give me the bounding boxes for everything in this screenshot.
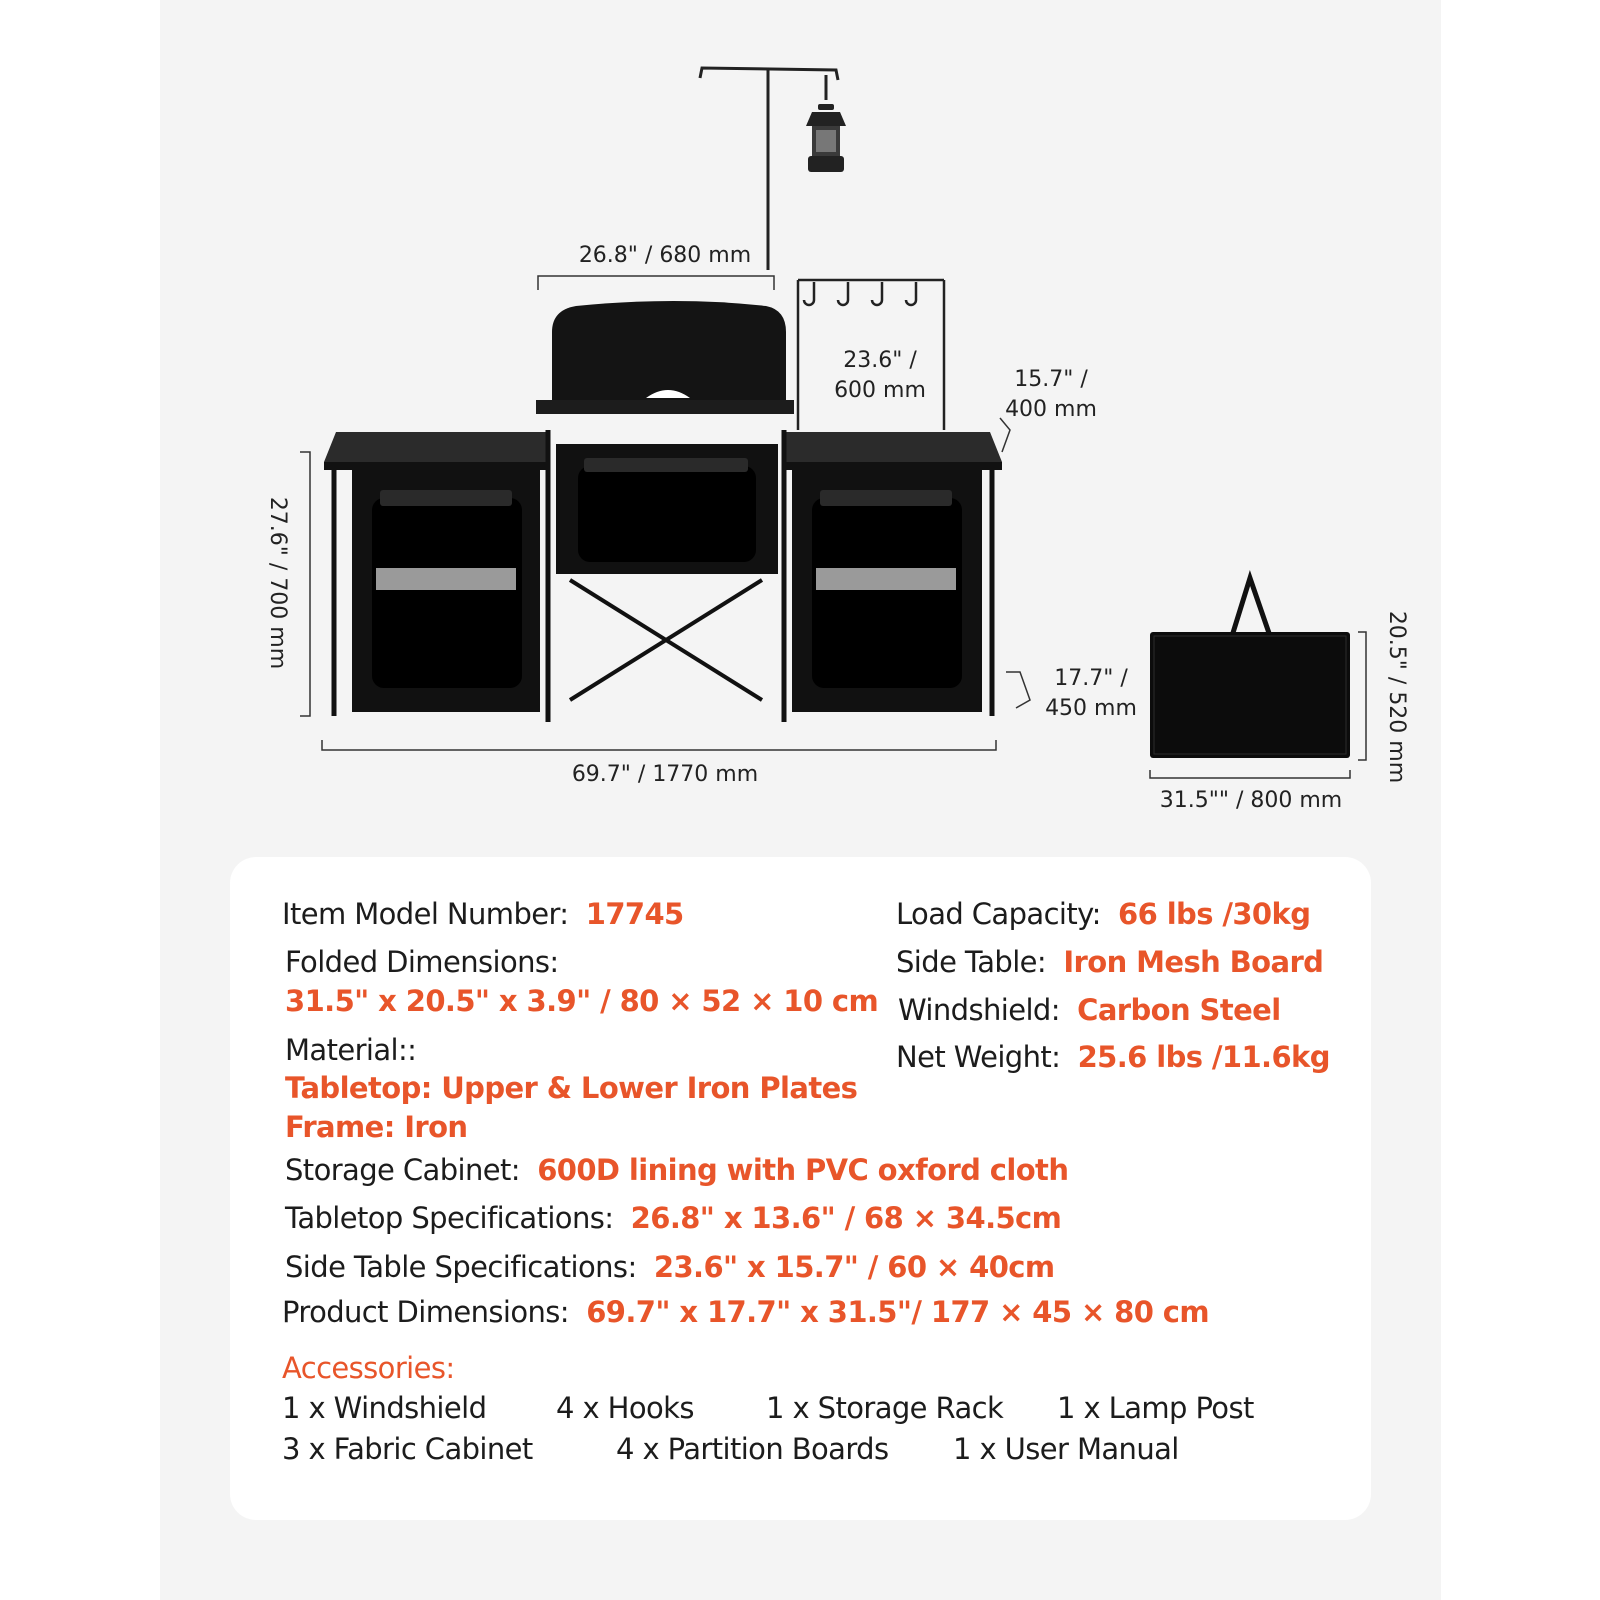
spec-tabletop-value: 26.8" x 13.6" / 68 × 34.5cm (630, 1201, 1062, 1235)
spec-load: Load Capacity: 66 lbs /30kg (896, 897, 1311, 931)
spec-model: Item Model Number: 17745 (282, 897, 684, 931)
product-diagram (300, 66, 1367, 779)
spec-weight: Net Weight: 25.6 lbs /11.6kg (896, 1040, 1330, 1074)
spec-side-table-specs-label: Side Table Specifications: (285, 1250, 637, 1284)
spec-tabletop-label: Tabletop Specifications: (285, 1201, 614, 1235)
spec-load-label: Load Capacity: (896, 897, 1101, 931)
spec-side-table: Side Table: Iron Mesh Board (896, 945, 1324, 979)
spec-tabletop: Tabletop Specifications: 26.8" x 13.6" /… (285, 1201, 1062, 1235)
dim-side-depth-b: 400 mm (1005, 397, 1097, 422)
spec-storage-label: Storage Cabinet: (285, 1153, 521, 1187)
cabinet-middle (556, 444, 778, 574)
cabinet-left (352, 470, 540, 712)
spec-model-value: 17745 (585, 897, 685, 931)
dim-total-width: 69.7" / 1770 mm (571, 762, 759, 787)
dim-bag-height: 20.5" / 520 mm (1384, 610, 1409, 784)
spec-weight-label: Net Weight: (896, 1040, 1061, 1074)
carry-bag (1150, 569, 1350, 758)
accessory-user-manual: 1 x User Manual (953, 1432, 1179, 1466)
spec-folded-label: Folded Dimensions: (285, 945, 559, 979)
dim-side-depth: 15.7" / 400 mm (996, 365, 1106, 425)
spec-side-table-specs-value: 23.6" x 15.7" / 60 × 40cm (653, 1250, 1055, 1284)
accessory-windshield: 1 x Windshield (282, 1391, 487, 1425)
spec-storage: Storage Cabinet: 600D lining with PVC ox… (285, 1153, 1069, 1187)
accessory-lamp-post: 1 x Lamp Post (1057, 1391, 1254, 1425)
lantern (806, 104, 846, 172)
dim-tabletop-width: 26.8" / 680 mm (578, 243, 752, 268)
spec-windshield: Windshield: Carbon Steel (898, 993, 1281, 1027)
accessories-title: Accessories: (282, 1351, 455, 1385)
spec-storage-value: 600D lining with PVC oxford cloth (537, 1153, 1069, 1187)
spec-material-value-2: Frame: Iron (285, 1110, 468, 1144)
dim-depth-b: 450 mm (1045, 696, 1137, 721)
accessory-hooks: 4 x Hooks (556, 1391, 694, 1425)
dim-bag-width: 31.5"" / 800 mm (1159, 788, 1343, 813)
hook-rack (796, 278, 946, 430)
spec-folded-value: 31.5" x 20.5" x 3.9" / 80 × 52 × 10 cm (285, 984, 879, 1018)
spec-weight-value: 25.6 lbs /11.6kg (1077, 1040, 1331, 1074)
accessory-partition-boards: 4 x Partition Boards (616, 1432, 889, 1466)
spec-product-dimensions-value: 69.7" x 17.7" x 31.5"/ 177 × 45 × 80 cm (586, 1295, 1210, 1329)
spec-product-dimensions: Product Dimensions: 69.7" x 17.7" x 31.5… (282, 1295, 1210, 1329)
spec-load-value: 66 lbs /30kg (1118, 897, 1311, 931)
spec-side-table-specs: Side Table Specifications: 23.6" x 15.7"… (285, 1250, 1055, 1284)
accessory-fabric-cabinet: 3 x Fabric Cabinet (282, 1432, 533, 1466)
spec-product-dimensions-label: Product Dimensions: (282, 1295, 570, 1329)
side-table-right (784, 432, 1002, 470)
windshield (536, 301, 794, 414)
accessory-storage-rack: 1 x Storage Rack (766, 1391, 1004, 1425)
lamp-post (698, 66, 840, 270)
spec-card (230, 857, 1371, 1520)
dim-side-table-width-a: 23.6" / (843, 348, 917, 373)
spec-model-label: Item Model Number: (282, 897, 569, 931)
dimension-lines (300, 275, 1367, 779)
dim-side-table-width-b: 600 mm (834, 378, 926, 403)
dim-depth-a: 17.7" / (1054, 666, 1128, 691)
side-table-left (324, 432, 548, 470)
legs (331, 430, 995, 722)
dim-height: 27.6" / 700 mm (265, 496, 290, 670)
cabinet-right (792, 470, 982, 712)
spec-side-table-value: Iron Mesh Board (1063, 945, 1324, 979)
spec-material-value-1: Tabletop: Upper & Lower Iron Plates (285, 1071, 858, 1105)
spec-windshield-label: Windshield: (898, 993, 1061, 1027)
spec-material-label: Material:: (285, 1033, 417, 1067)
dim-depth: 17.7" / 450 mm (1036, 664, 1146, 724)
dim-side-depth-a: 15.7" / (1014, 367, 1088, 392)
dim-side-table-width: 23.6" / 600 mm (820, 346, 940, 406)
spec-side-table-label: Side Table: (896, 945, 1047, 979)
spec-windshield-value: Carbon Steel (1077, 993, 1281, 1027)
